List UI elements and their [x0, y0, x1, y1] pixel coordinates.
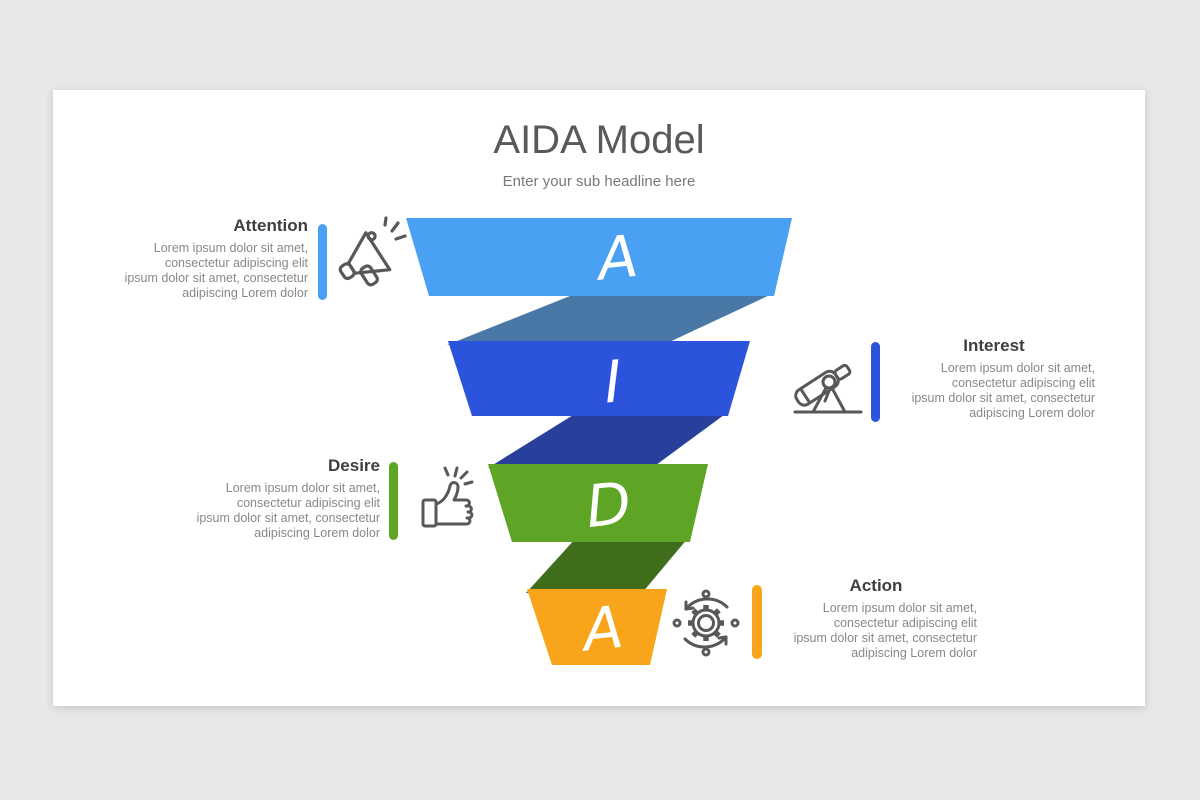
funnel-segment-action [527, 589, 667, 665]
stage-body-attention: Lorem ipsum dolor sit amet, consectetur … [124, 241, 308, 300]
stage-heading-action: Action [849, 576, 903, 595]
stage-block-desire: Desire Lorem ipsum dolor sit amet, conse… [170, 456, 380, 541]
accent-bar-desire [389, 462, 398, 540]
gear-arrows-icon [672, 589, 740, 657]
fold-desire-action [526, 538, 688, 593]
accent-bar-interest [871, 342, 880, 422]
stage-body-desire: Lorem ipsum dolor sit amet, consectetur … [196, 481, 380, 540]
stage-heading-interest: Interest [963, 336, 1025, 355]
stage-body-interest: Lorem ipsum dolor sit amet, consectetur … [911, 361, 1095, 420]
page-subtitle: Enter your sub headline here [502, 173, 696, 190]
stage-body-action: Lorem ipsum dolor sit amet, consectetur … [793, 601, 977, 660]
funnel-letter-interest: I [602, 347, 624, 416]
funnel-segment-attention [406, 218, 792, 296]
fold-attention-interest [447, 294, 772, 345]
fold-interest-desire [488, 412, 728, 468]
stage-block-attention: Attention Lorem ipsum dolor sit amet, co… [98, 216, 308, 301]
accent-bar-attention [318, 224, 327, 300]
stage-block-interest: Interest Lorem ipsum dolor sit amet, con… [893, 336, 1095, 421]
megaphone-icon [338, 216, 407, 287]
page-title: AIDA Model [493, 118, 705, 162]
funnel-segment-desire [488, 464, 708, 542]
funnel-letter-desire: D [583, 469, 635, 541]
accent-bar-action [752, 585, 762, 659]
thumbs-up-icon [421, 466, 474, 528]
funnel-segment-interest [448, 341, 750, 416]
telescope-icon [793, 363, 863, 414]
stage-heading-desire: Desire [328, 456, 380, 475]
stage-heading-attention: Attention [233, 216, 308, 235]
stage-block-action: Action Lorem ipsum dolor sit amet, conse… [775, 576, 977, 661]
